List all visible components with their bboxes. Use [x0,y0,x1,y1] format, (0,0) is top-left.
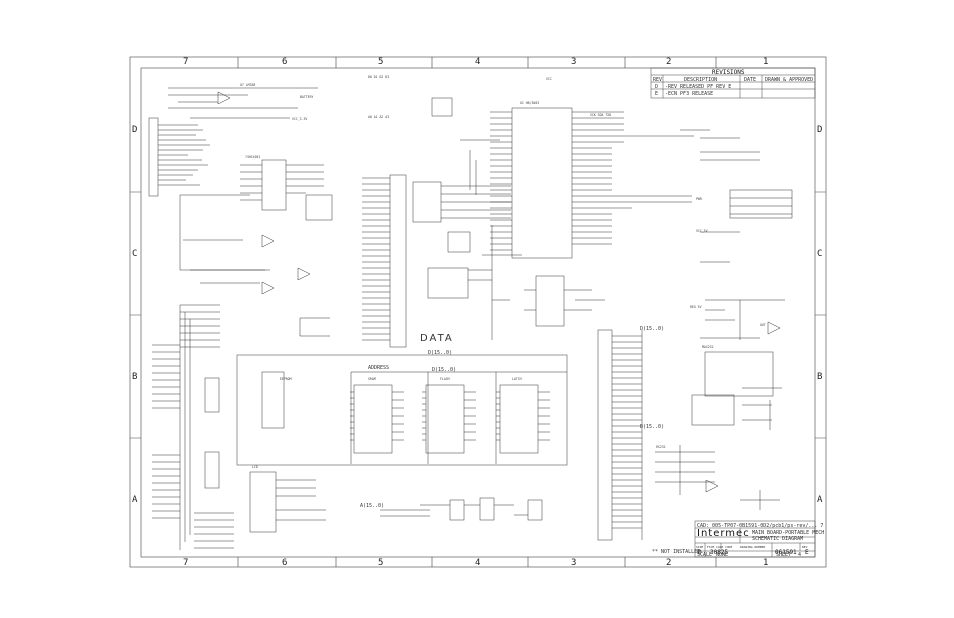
zone-col-top-2: 2 [666,57,672,67]
title-block [694,520,816,558]
zone-row-right-C: C [817,249,823,259]
drawing-number: 061591 [775,549,797,556]
company-logo: Intermec [697,528,750,539]
svg-text:A0 A1 A2 A3: A0 A1 A2 A3 [368,115,389,119]
bus-label-d15-d0: D(15..0) [640,424,665,430]
svg-text:D0 D1 D2 D3: D0 D1 D2 D3 [368,75,389,79]
zone-row-left-C: C [132,249,138,259]
sheet-number: 4 [798,552,802,558]
zone-col-bottom-4: 4 [475,558,481,568]
rev-value: E [805,549,809,556]
address-bus-label: ADDRESS [368,365,390,371]
circuit-wiring [148,87,793,550]
svg-text:FLASH: FLASH [440,377,450,381]
svg-text:SRAM: SRAM [368,377,376,381]
zone-col-bottom-7: 7 [183,558,189,568]
revision-row-rev: D [655,84,659,90]
zone-row-left-B: B [132,372,138,382]
zone-col-top-7: 7 [183,57,189,67]
sheet-label: SHEET [776,552,792,558]
zone-col-top-5: 5 [378,57,384,67]
revision-row-desc: -ECN PF3 RELEASE [665,91,714,97]
zone-col-bottom-1: 1 [763,558,769,568]
bus-label-d15-d0: D(15..0) [432,367,457,373]
zone-col-top-3: 3 [571,57,577,67]
svg-text:REG 5V: REG 5V [690,305,702,309]
zone-col-top-4: 4 [475,57,481,67]
zone-row-left-D: D [132,125,138,135]
cad-path: CAD: 005-TP07-0B1591-0D2/pcb1/ps-rev/...… [697,523,824,529]
revisions-col-approved: DRAWN & APPROVED [765,77,814,83]
revision-row-rev: E [655,91,659,97]
data-bus-label: DATA [420,333,454,344]
size-label: SIZE [696,545,704,549]
svg-text:VCC_5V: VCC_5V [696,229,708,233]
size-value: D [698,549,702,556]
not-installed-note: ** NOT INSTALLED [652,549,701,555]
zone-col-top-6: 6 [282,57,288,67]
svg-text:PWR: PWR [696,197,702,201]
revision-row-desc: -REV RELEASED PF REV E [665,84,732,90]
zone-col-bottom-5: 5 [378,558,384,568]
svg-text:LATCH: LATCH [512,377,522,381]
zone-row-right-B: B [817,372,823,382]
revisions-col-date: DATE [744,77,757,83]
svg-text:BATTERY: BATTERY [300,95,314,99]
svg-text:EEPROM: EEPROM [280,377,292,381]
scale-value: NONE [716,552,729,558]
revisions-col-rev: REV [653,77,663,83]
zone-row-left-A: A [132,495,138,505]
zone-col-bottom-2: 2 [666,558,672,568]
revision-table [650,67,816,99]
zone-row-right-D: D [817,125,823,135]
svg-text:OUT: OUT [760,323,766,327]
svg-text:LCD: LCD [252,465,258,469]
svg-text:U7 LM358: U7 LM358 [240,83,255,87]
rev-label: REV [802,545,808,549]
bus-label-d15-d0: D(15..0) [428,350,453,356]
svg-text:VCC_3.3V: VCC_3.3V [292,117,307,121]
revisions-header: REVISIONS [712,69,745,76]
scale-label: SCALE [697,552,713,558]
bus-label-a15-a0: A(15..0) [360,503,385,509]
inner-border [140,67,816,558]
svg-text:RS232: RS232 [656,445,666,449]
outer-border [129,56,827,568]
zone-col-bottom-3: 3 [571,558,577,568]
drawing-title-line1: MAIN BOARD-PORTABLE MECH [752,530,825,536]
zone-row-right-A: A [817,495,823,505]
svg-text:VCC: VCC [546,77,552,81]
drawing-number-label: DRAWING NUMBER [740,545,766,549]
svg-text:74HC4051: 74HC4051 [245,155,260,159]
svg-text:SCK SDA TXD: SCK SDA TXD [590,113,611,117]
svg-text:MAX232: MAX232 [702,345,714,349]
zone-col-top-1: 1 [763,57,769,67]
svg-text:U1 H8/3003: U1 H8/3003 [520,101,539,105]
bus-label-d15-d0: D(15..0) [640,326,665,332]
cage-label: FSCM CAGE CODE [707,545,733,549]
drawing-title-line2: SCHEMATIC DIAGRAM [752,536,804,542]
zone-col-bottom-6: 6 [282,558,288,568]
cage-code: 30825 [710,549,729,556]
revisions-col-desc: DESCRIPTION [684,77,718,83]
